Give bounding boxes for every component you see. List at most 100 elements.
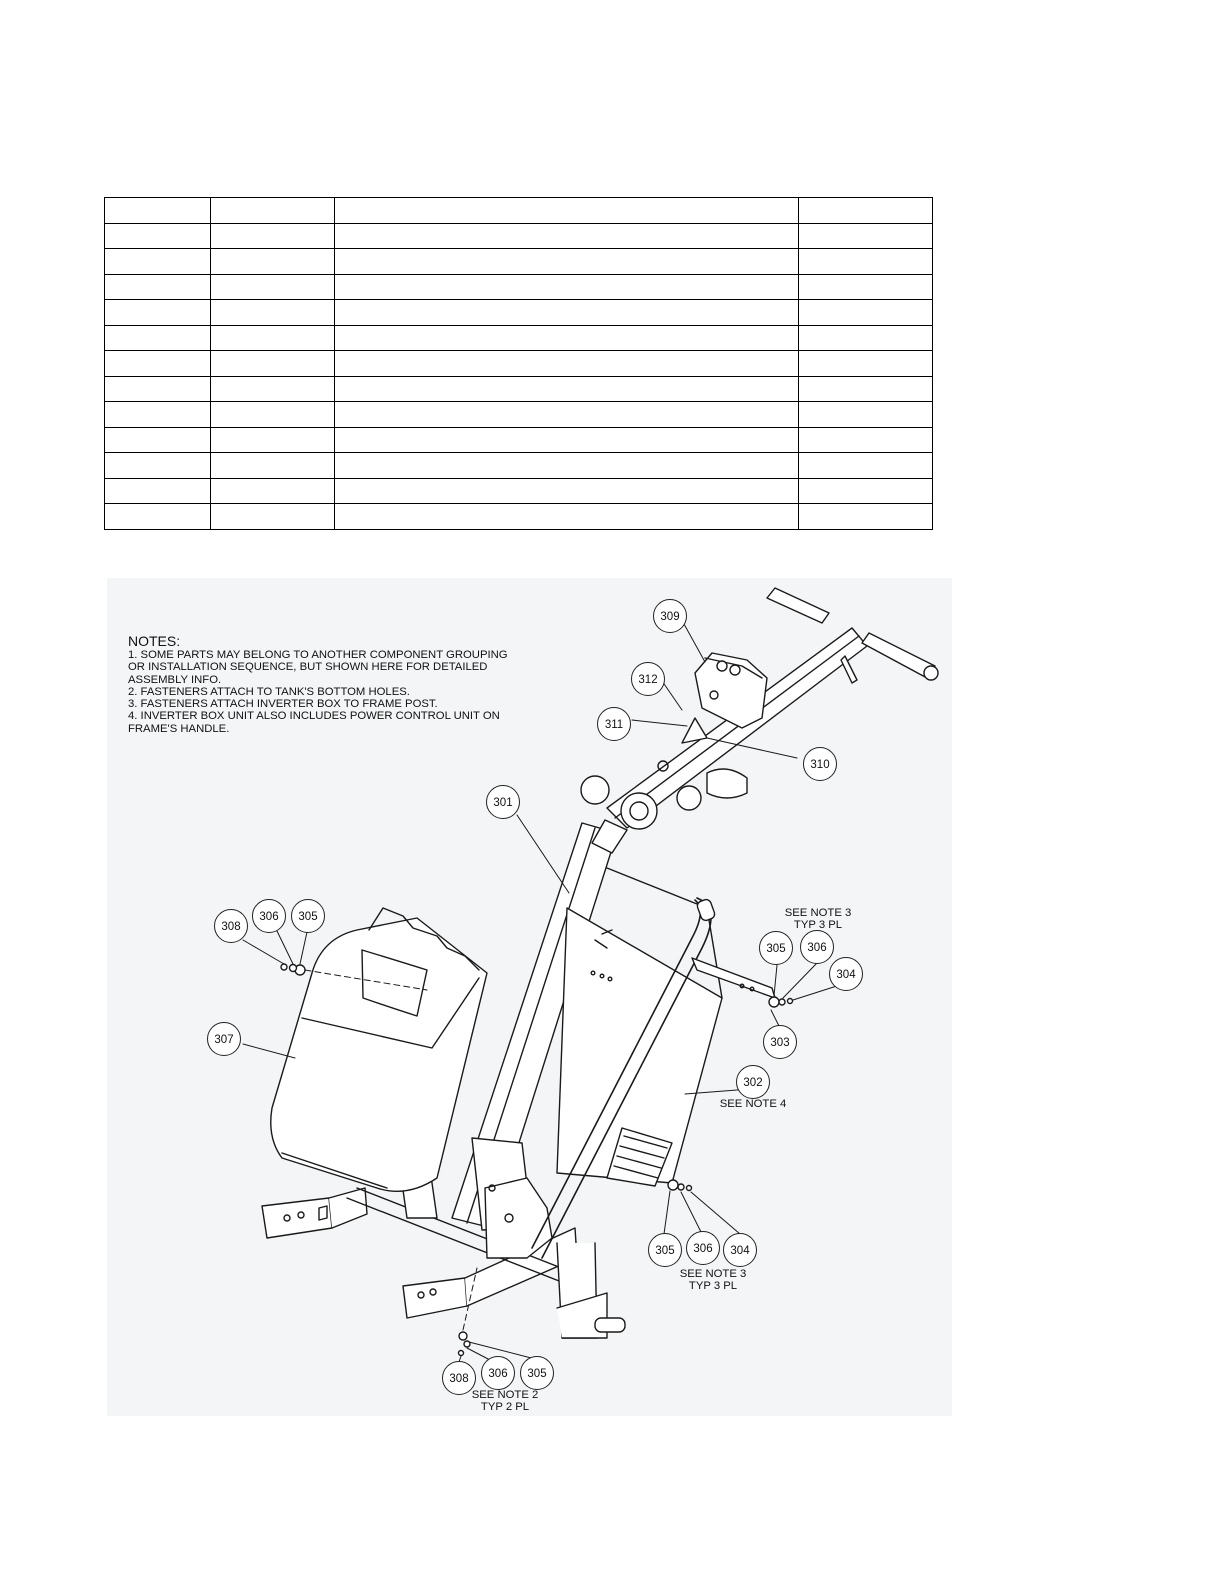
table-cell: [798, 350, 933, 377]
table-cell: [798, 222, 933, 249]
table-cell: [334, 197, 799, 224]
balloon-304: 304: [829, 957, 863, 991]
assembly-notes: NOTES: 1. SOME PARTS MAY BELONG TO ANOTH…: [128, 634, 548, 735]
callout-line: TYP 2 PL: [480, 1400, 530, 1413]
table-cell: [104, 324, 211, 351]
balloon-309: 309: [653, 599, 687, 633]
table-row: [104, 299, 933, 326]
note-line: ASSEMBLY INFO.: [128, 673, 222, 686]
table-cell: [210, 426, 335, 453]
notes-title: NOTES:: [128, 633, 181, 649]
note-line: 2. FASTENERS ATTACH TO TANK'S BOTTOM HOL…: [128, 685, 410, 698]
see-note-4-callout: SEE NOTE 4: [720, 1098, 787, 1111]
table-cell: [334, 248, 799, 275]
see-note-2-callout: SEE NOTE 2 TYP 2 PL: [471, 1389, 539, 1413]
balloon-304: 304: [723, 1233, 757, 1267]
balloon-305: 305: [291, 899, 325, 933]
table-cell: [104, 248, 211, 275]
table-row: [104, 477, 933, 504]
balloon-306: 306: [686, 1231, 720, 1265]
table-cell: [798, 452, 933, 479]
attach-lines: [304, 969, 478, 1331]
balloon-305: 305: [648, 1233, 682, 1267]
base-frame: [261, 1147, 626, 1339]
note-line: OR INSTALLATION SEQUENCE, BUT SHOWN HERE…: [128, 661, 488, 674]
table-cell: [334, 452, 799, 479]
table-cell: [798, 197, 933, 224]
table-cell: [104, 222, 211, 249]
balloon-305: 305: [759, 931, 793, 965]
table-cell: [334, 350, 799, 377]
table-cell: [104, 197, 211, 224]
balloon-308: 308: [214, 909, 248, 943]
table-cell: [798, 477, 933, 504]
balloon-306: 306: [252, 899, 286, 933]
parts-list-table: [104, 197, 933, 530]
table-cell: [210, 452, 335, 479]
table-cell: [798, 299, 933, 326]
table-row: [104, 375, 933, 402]
table-cell: [104, 503, 211, 530]
table-cell: [334, 503, 799, 530]
table-cell: [334, 375, 799, 402]
assembly-drawing: [242, 587, 939, 1363]
callout-line: SEE NOTE 3: [679, 1268, 747, 1280]
table-cell: [210, 299, 335, 326]
see-note-3-callout: SEE NOTE 3 TYP 3 PL: [784, 907, 852, 931]
leader-lines: [242, 623, 844, 1363]
balloon-310: 310: [803, 747, 837, 781]
note-line: 3. FASTENERS ATTACH INVERTER BOX TO FRAM…: [128, 698, 438, 711]
table-cell: [334, 222, 799, 249]
note-line: 1. SOME PARTS MAY BELONG TO ANOTHER COMP…: [128, 649, 508, 661]
balloon-305: 305: [520, 1356, 554, 1390]
table-cell: [210, 401, 335, 428]
table-cell: [334, 477, 799, 504]
table-cell: [334, 299, 799, 326]
table-cell: [210, 503, 335, 530]
balloon-308: 308: [442, 1361, 476, 1395]
see-note-3-callout: SEE NOTE 3 TYP 3 PL: [679, 1268, 747, 1292]
callout-line: SEE NOTE 3: [784, 907, 852, 919]
parts-table-body: [104, 197, 933, 530]
table-cell: [210, 273, 335, 300]
balloon-312: 312: [631, 662, 665, 696]
table-cell: [334, 324, 799, 351]
callout-line: TYP 3 PL: [793, 918, 843, 931]
assembly-diagram: NOTES: 1. SOME PARTS MAY BELONG TO ANOTH…: [107, 578, 952, 1416]
table-cell: [798, 375, 933, 402]
table-row: [104, 401, 933, 428]
table-cell: [104, 299, 211, 326]
note-line: FRAME'S HANDLE.: [128, 722, 230, 735]
table-cell: [210, 477, 335, 504]
fasteners: [280, 963, 794, 1357]
balloon-302: 302: [736, 1065, 770, 1099]
table-cell: [104, 273, 211, 300]
tank-307: [270, 907, 488, 1193]
table-cell: [210, 222, 335, 249]
table-cell: [798, 401, 933, 428]
table-cell: [798, 503, 933, 530]
table-row: [104, 503, 933, 530]
callout-line: SEE NOTE 2: [471, 1389, 539, 1401]
table-cell: [798, 426, 933, 453]
table-cell: [104, 477, 211, 504]
balloon-306: 306: [800, 930, 834, 964]
balloon-303: 303: [763, 1025, 797, 1059]
table-row: [104, 273, 933, 300]
note-line: 4. INVERTER BOX UNIT ALSO INCLUDES POWER…: [128, 710, 500, 723]
table-cell: [334, 273, 799, 300]
power-control-unit-309: [681, 652, 768, 744]
balloon-307: 307: [207, 1022, 241, 1056]
table-cell: [210, 350, 335, 377]
table-cell: [104, 426, 211, 453]
table-cell: [798, 273, 933, 300]
callout-line: TYP 3 PL: [688, 1279, 738, 1292]
table-row: [104, 324, 933, 351]
table-cell: [798, 248, 933, 275]
inverter-box-302: [556, 867, 723, 1187]
table-cell: [210, 375, 335, 402]
upper-handle: [580, 587, 939, 854]
balloon-306: 306: [481, 1356, 515, 1390]
table-cell: [104, 452, 211, 479]
table-row: [104, 452, 933, 479]
